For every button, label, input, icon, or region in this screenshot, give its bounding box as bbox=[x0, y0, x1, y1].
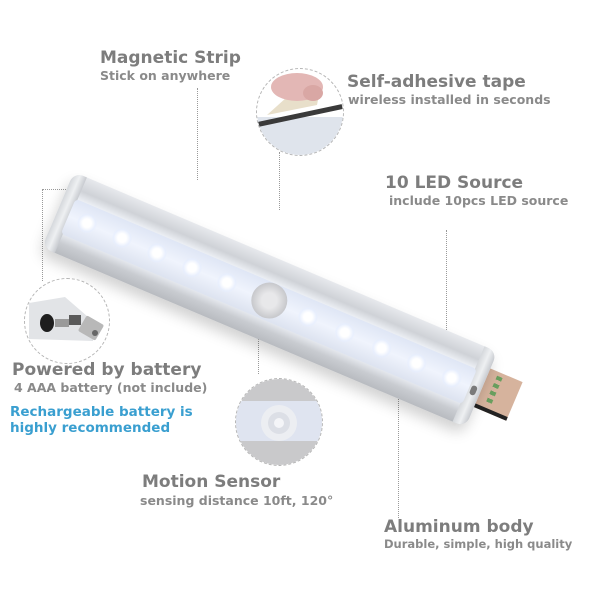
callout-aluminum-body: Aluminum body Durable, simple, high qual… bbox=[384, 519, 572, 551]
callout-title: Motion Sensor bbox=[142, 472, 281, 492]
detail-circle-motion-sensor bbox=[235, 378, 323, 466]
callout-title: Self-adhesive tape bbox=[347, 72, 526, 92]
battery-recommendation-note: Rechargeable battery is highly recommend… bbox=[10, 404, 207, 436]
note-line: highly recommended bbox=[10, 419, 171, 436]
leader-line-battery-h bbox=[42, 189, 72, 190]
callout-led-source: 10 LED Source include 10pcs LED source bbox=[385, 175, 568, 208]
peeling-tape-icon bbox=[257, 73, 343, 155]
callout-subtitle: Durable, simple, high quality bbox=[384, 537, 573, 551]
callout-subtitle: wireless installed in seconds bbox=[348, 92, 551, 107]
leader-line-adhesive-tape bbox=[279, 152, 280, 210]
leader-line-led-source bbox=[446, 230, 447, 370]
callout-title: 10 LED Source bbox=[385, 173, 524, 193]
leader-line-battery-v bbox=[42, 189, 43, 281]
battery-compartment-icon bbox=[29, 297, 104, 341]
callout-subtitle: Stick on anywhere bbox=[100, 68, 231, 83]
callout-title: Magnetic Strip bbox=[100, 48, 241, 68]
note-line: Rechargeable battery is bbox=[10, 403, 193, 420]
callout-title: Aluminum body bbox=[384, 517, 534, 537]
callout-subtitle: include 10pcs LED source bbox=[389, 193, 569, 208]
leader-line-aluminum-body bbox=[398, 378, 399, 518]
callout-subtitle: 4 AAA battery (not include) bbox=[14, 380, 208, 395]
detail-circle-battery bbox=[24, 278, 110, 364]
callout-motion-sensor: Motion Sensor sensing distance 10ft, 120… bbox=[140, 472, 334, 508]
callout-title: Powered by battery bbox=[12, 360, 202, 380]
callout-battery: Powered by battery 4 AAA battery (not in… bbox=[10, 360, 208, 436]
callout-subtitle: sensing distance 10ft, 120° bbox=[140, 493, 334, 508]
callout-adhesive-tape: Self-adhesive tape wireless installed in… bbox=[347, 74, 551, 107]
detail-circle-adhesive-tape bbox=[256, 68, 344, 156]
leader-line-magnetic-strip bbox=[197, 88, 198, 180]
callout-magnetic-strip: Magnetic Strip Stick on anywhere bbox=[100, 50, 241, 83]
pir-sensor-icon bbox=[236, 379, 322, 465]
